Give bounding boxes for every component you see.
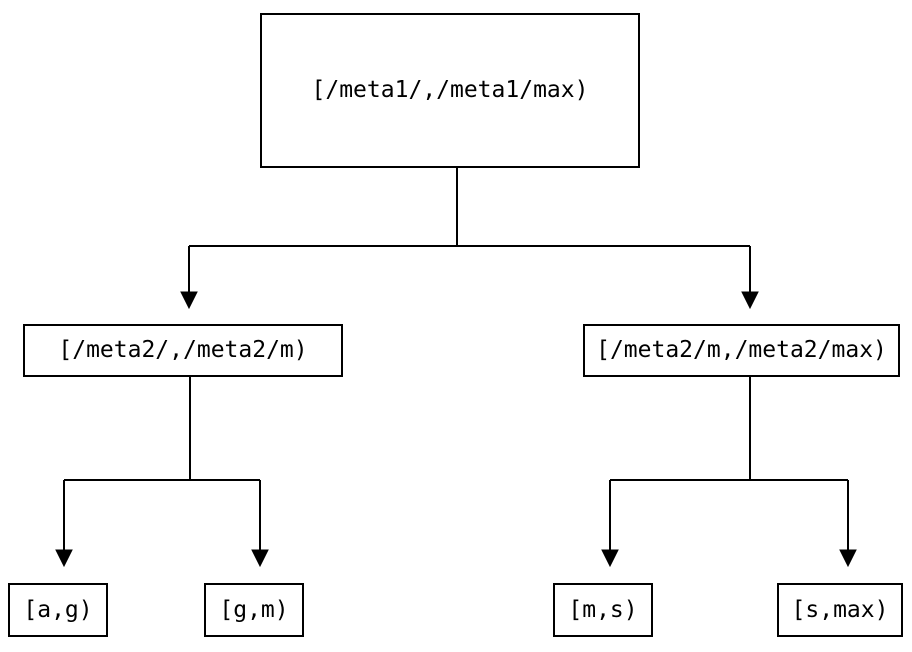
node-right-range: [/meta2/m,/meta2/max)	[583, 324, 900, 377]
arrowhead-icon	[601, 549, 619, 568]
node-root-range: [/meta1/,/meta1/max)	[260, 13, 640, 168]
edge-left-to-leaves	[55, 377, 269, 568]
node-leaf-smax: [s,max)	[777, 583, 903, 637]
arrowhead-icon	[251, 549, 269, 568]
node-leaf-gm: [g,m)	[204, 583, 304, 637]
arrowhead-icon	[741, 291, 759, 310]
edge-root-to-children	[180, 168, 759, 310]
node-leaf-ag: [a,g)	[8, 583, 108, 637]
edge-right-to-leaves	[601, 377, 857, 568]
node-left-range: [/meta2/,/meta2/m)	[23, 324, 343, 377]
node-leaf-ms: [m,s)	[553, 583, 653, 637]
arrowhead-icon	[55, 549, 73, 568]
arrowhead-icon	[839, 549, 857, 568]
arrowhead-icon	[180, 291, 198, 310]
